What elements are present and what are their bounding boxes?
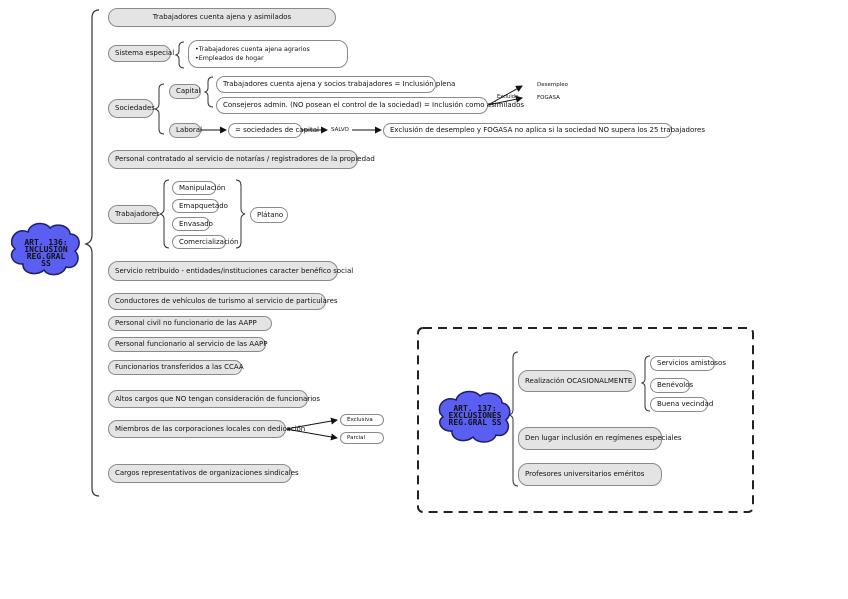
node-conductores: Conductores de vehículos de turismo al s…	[108, 293, 338, 310]
root-label: ART. 136: INCLUSIÓN REG.GRAL SS	[24, 238, 68, 268]
node-label: Trabajadores cuenta ajena y socios traba…	[223, 80, 456, 88]
label-desempleo: Desempleo	[537, 82, 568, 88]
node-label: Servicios amistosos	[657, 359, 726, 367]
node-manipulacion: Manipulación	[172, 181, 225, 195]
node-label: Exclusiva	[347, 416, 373, 423]
node-notarias: Personal contratado al servicio de notar…	[108, 150, 375, 169]
cloud-art136: ART. 136: INCLUSIÓN REG.GRAL SS	[10, 224, 82, 276]
node-funcionarios-ccaa: Funcionarios transferidos a las CCAA	[108, 360, 244, 375]
node-label: Emapquetado	[179, 201, 228, 210]
node-label: Comercialización	[179, 237, 239, 246]
node-label: Benévolos	[657, 381, 694, 389]
node-altos-cargos: Altos cargos que NO tengan consideración…	[108, 390, 320, 408]
node-sistema-especial-items: Trabajadores cuenta ajena agrarios Emple…	[188, 40, 348, 68]
node-capital-item-2: Consejeros admin. (NO posean el control …	[216, 97, 524, 114]
node-label: Sistema especial	[115, 49, 175, 57]
node-label: Altos cargos que NO tengan consideración…	[115, 394, 321, 403]
root-label: ART. 137: EXCLUSIONES REG.GRAL SS	[448, 404, 502, 427]
node-sociedades: Sociedades	[108, 99, 155, 118]
node-label: Parcial	[347, 434, 366, 441]
node-label: Sociedades	[115, 104, 155, 112]
node-regimenes-especiales: Den lugar inclusión en regímenes especia…	[518, 427, 682, 450]
node-platano: Plátano	[250, 207, 288, 223]
node-laboral: Laboral	[169, 123, 203, 138]
exclusion-frame	[417, 327, 754, 513]
node-label: Laboral	[176, 126, 203, 134]
node-label: Exclusión de desempleo y FOGASA no aplic…	[390, 126, 705, 134]
node-comercializacion: Comercialización	[172, 235, 238, 249]
node-label: Plátano	[257, 210, 284, 219]
node-label: = sociedades de capital	[235, 126, 319, 134]
label-excluido: Excluido	[497, 94, 518, 100]
node-envasado: Envasado	[172, 217, 213, 231]
list-item: Empleados de hogar	[195, 54, 310, 63]
node-label: Servicio retribuido - entidades/instituc…	[115, 266, 354, 275]
node-label: Miembros de las corporaciones locales co…	[115, 424, 306, 433]
label-fogasa: FOGASA	[537, 95, 560, 101]
node-label: Conductores de vehículos de turismo al s…	[115, 297, 338, 305]
list-item: Trabajadores cuenta ajena agrarios	[195, 45, 310, 54]
node-benevolos: Benévolos	[650, 378, 694, 393]
node-ocasional: Realización OCASIONALMENTE	[518, 370, 636, 392]
node-miembros: Miembros de las corporaciones locales co…	[108, 420, 305, 438]
node-servicios-amistosos: Servicios amistosos	[650, 356, 726, 371]
label-salvo: SALVO	[331, 127, 349, 133]
node-label: Personal funcionario al servicio de las …	[115, 340, 268, 348]
node-sistema-especial: Sistema especial	[108, 45, 175, 62]
node-trabajadores: Trabajadores	[108, 205, 160, 224]
node-label: Personal civil no funcionario de las AAP…	[115, 319, 257, 327]
main-brace	[84, 9, 100, 497]
node-capital-item-1: Trabajadores cuenta ajena y socios traba…	[216, 76, 455, 93]
node-personal-civil: Personal civil no funcionario de las AAP…	[108, 316, 272, 331]
node-label: Profesores universitarios eméritos	[525, 470, 645, 478]
cloud-art137: ART. 137: EXCLUSIONES REG.GRAL SS	[436, 388, 514, 444]
node-label: Buena vecindad	[657, 400, 714, 408]
cloud-art137-shape	[438, 390, 511, 443]
node-empaquetado: Emapquetado	[172, 199, 228, 213]
cloud-art136-shape	[10, 222, 80, 276]
node-label: Funcionarios transferidos a las CCAA	[115, 363, 244, 371]
node-buena-vecindad: Buena vecindad	[650, 397, 713, 412]
node-label: Consejeros admin. (NO posean el control …	[223, 101, 525, 109]
sistema-especial-list: Trabajadores cuenta ajena agrarios Emple…	[195, 45, 310, 63]
node-capital: Capital	[169, 84, 201, 99]
node-label: Capital	[176, 87, 201, 95]
node-label: Den lugar inclusión en regímenes especia…	[525, 434, 682, 442]
node-label: Trabajadores	[115, 210, 160, 218]
node-label: Envasado	[179, 219, 213, 228]
node-label: Manipulación	[179, 183, 226, 192]
node-laboral-rule: = sociedades de capital	[228, 123, 319, 138]
node-label: Realización OCASIONALMENTE	[525, 376, 633, 385]
node-personal-funcionario: Personal funcionario al servicio de las …	[108, 337, 268, 352]
node-trabajadores-ajena: Trabajadores cuenta ajena y asimilados	[108, 8, 336, 27]
node-parcial: Parcial	[340, 432, 384, 444]
node-label: Cargos representativos de organizaciones…	[115, 469, 299, 477]
node-profesores: Profesores universitarios eméritos	[518, 463, 662, 486]
node-exclusiva: Exclusiva	[340, 414, 384, 426]
node-label: Trabajadores cuenta ajena y asimilados	[152, 13, 292, 21]
node-servicio-benefico: Servicio retribuido - entidades/instituc…	[108, 261, 353, 281]
node-salvo-rule: Exclusión de desempleo y FOGASA no aplic…	[383, 123, 705, 138]
node-label: Personal contratado al servicio de notar…	[115, 155, 375, 163]
node-sindicales: Cargos representativos de organizaciones…	[108, 464, 299, 483]
